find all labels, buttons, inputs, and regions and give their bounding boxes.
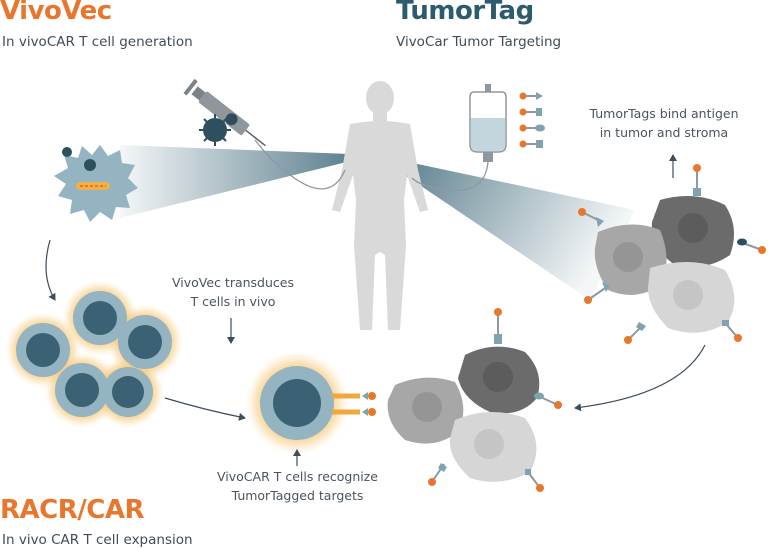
tumor-cells-right — [594, 196, 735, 333]
car-t-cell — [245, 351, 376, 455]
vivovec-transduces-note: VivoVec transduces T cells in vivo — [158, 273, 308, 311]
arrow-to-expansion — [45, 239, 56, 301]
vivovec-transduces-line-2: T cells in vivo — [190, 294, 276, 309]
vivocar-recognize-line-2: TumorTagged targets — [231, 488, 364, 503]
t-cell-transduced — [54, 145, 138, 222]
racr-subtitle: In vivo CAR T cell expansion — [2, 532, 193, 548]
vivocar-recognize-note: VivoCAR T cells recognize TumorTagged ta… — [200, 467, 395, 505]
arrow-right-to-bottom — [574, 344, 706, 412]
car-t-cell-cluster — [5, 280, 183, 428]
beam-left — [120, 145, 375, 218]
iv-tube — [411, 161, 489, 192]
vivovec-transduces-line-1: VivoVec transduces — [172, 275, 294, 290]
tumortag-subtitle: VivoCar Tumor Targeting — [396, 34, 562, 50]
tumor-tags-bottom — [428, 308, 562, 492]
iv-bag-icon — [469, 84, 507, 162]
arrow-to-car-t — [164, 397, 246, 421]
tumortags-bind-line-1: TumorTags bind antigen — [589, 106, 739, 121]
syringe-tube — [254, 139, 346, 190]
beam-right — [375, 155, 635, 300]
tumortags-bind-line-2: in tumor and stroma — [599, 125, 729, 140]
tumortag-legend-icons — [519, 92, 545, 148]
tumortag-title: TumorTag — [396, 0, 534, 26]
virus-icon — [199, 114, 231, 146]
racr-title: RACR/CAR — [0, 495, 144, 525]
syringe-icon — [183, 78, 266, 147]
tumor-tags-right — [578, 164, 766, 344]
vivovec-subtitle: In vivoCAR T cell generation — [2, 34, 193, 50]
vivocar-recognize-line-1: VivoCAR T cells recognize — [217, 469, 378, 484]
tumor-cells-bottom — [387, 346, 540, 482]
human-figure — [332, 81, 428, 330]
tumortags-bind-note: TumorTags bind antigen in tumor and stro… — [584, 104, 744, 142]
vivovec-title: VivoVec — [0, 0, 112, 26]
